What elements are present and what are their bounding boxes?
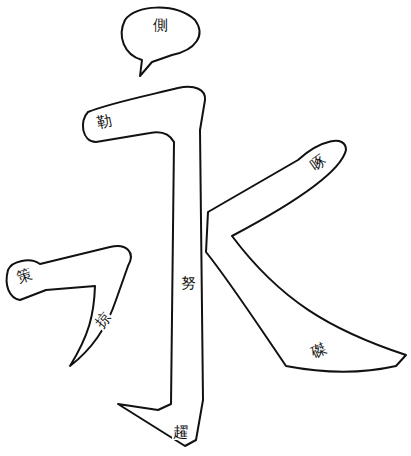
vertical-name: 努 xyxy=(180,276,197,291)
right-stroke xyxy=(206,141,406,372)
left-stroke xyxy=(7,246,131,366)
horizontal-name: 勒 xyxy=(94,113,114,131)
dot-name: 側 xyxy=(152,18,169,33)
hook-name: 趯 xyxy=(172,425,189,440)
dot-stroke xyxy=(122,8,200,76)
